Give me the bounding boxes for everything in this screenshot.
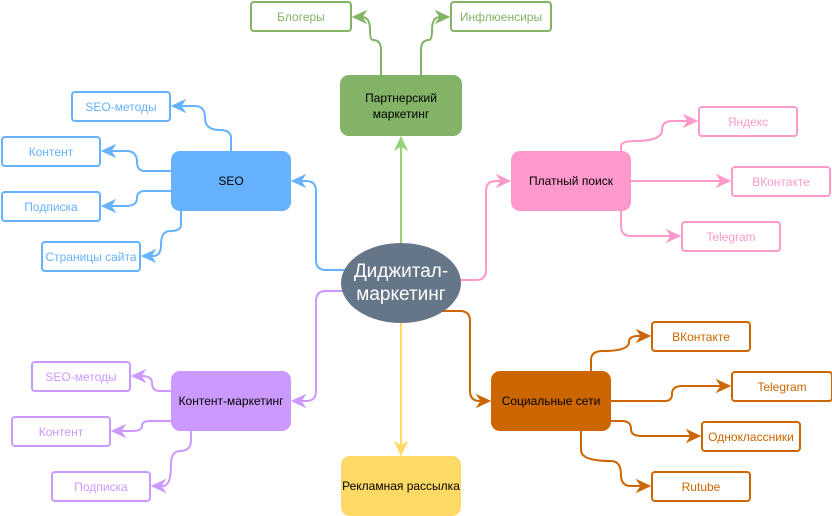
branch-label: Социальные сети — [501, 394, 601, 408]
branch-label: Контент-маркетинг — [178, 394, 284, 408]
leaf-label: Контент — [38, 424, 84, 439]
edge-center-content — [293, 290, 350, 402]
leaf-label: Контент — [28, 144, 74, 159]
edge-content-seo-methods-arrowhead — [130, 368, 147, 384]
edge-center-paid-arrowhead — [495, 173, 512, 189]
leaf-seo-methods[interactable]: SEO-методы — [71, 91, 171, 122]
leaf-label: Блогеры — [277, 9, 325, 24]
edge-partner-influencers-arrowhead — [434, 9, 451, 25]
edge-content-content-arrowhead — [110, 423, 127, 439]
edge-social-vkontakte-arrowhead — [635, 328, 652, 344]
branch-paid-search[interactable]: Платный поиск — [511, 151, 631, 211]
edge-center-social-arrowhead — [475, 393, 492, 409]
edge-seo-methods — [173, 105, 232, 151]
edge-seo-pages — [143, 211, 182, 257]
edge-content-subscription-arrowhead — [150, 478, 167, 494]
leaf-label: SEO-методы — [85, 99, 157, 114]
edge-partner-bloggers — [354, 16, 382, 75]
leaf-content-content[interactable]: Контент — [11, 416, 111, 447]
edge-partner-influencers — [420, 16, 448, 75]
leaf-label: SEO-методы — [45, 369, 117, 384]
leaf-seo-content[interactable]: Контент — [1, 136, 101, 167]
branch-label: Рекламная рассылка — [342, 479, 460, 493]
edge-content-seo-methods — [133, 375, 171, 392]
edge-center-seo-arrowhead — [290, 173, 307, 189]
leaf-label: Telegram — [757, 379, 807, 394]
edge-social-rutube — [580, 431, 649, 487]
center-label: Диджитал-маркетинг — [353, 261, 449, 305]
branch-label: Платный поиск — [529, 174, 613, 188]
leaf-content-subscription[interactable]: Подписка — [51, 471, 151, 502]
edge-seo-subscription — [103, 190, 171, 207]
edge-seo-pages-arrowhead — [140, 248, 157, 264]
edge-social-odnoklassniki-arrowhead — [685, 428, 702, 444]
center-node[interactable]: Диджитал-маркетинг — [341, 243, 461, 323]
edge-content-content — [113, 420, 171, 432]
edge-center-mail-arrowhead — [393, 440, 409, 457]
leaf-label: Telegram — [706, 229, 756, 244]
leaf-paid-vkontakte[interactable]: ВКонтакте — [731, 166, 831, 197]
edge-paid-yandex-arrowhead — [682, 113, 699, 129]
branch-social-networks[interactable]: Социальные сети — [491, 371, 611, 431]
leaf-partner-influencers[interactable]: Инфлюенсиры — [450, 1, 552, 32]
edge-social-telegram-arrowhead — [715, 378, 732, 394]
leaf-seo-site-pages[interactable]: Страницы сайта — [41, 241, 141, 272]
leaf-social-vkontakte[interactable]: ВКонтакте — [651, 321, 751, 352]
edge-seo-methods-arrowhead — [170, 98, 187, 114]
edge-social-odnoklassniki — [611, 420, 699, 437]
branch-label: SEO — [218, 174, 244, 188]
leaf-label: Страницы сайта — [45, 249, 137, 264]
edge-partner-bloggers-arrowhead — [351, 9, 368, 25]
branch-email-marketing[interactable]: Рекламная рассылка — [341, 456, 461, 516]
branch-partner-marketing[interactable]: Партнерский маркетинг — [340, 75, 462, 136]
leaf-label: Одноклассники — [708, 429, 794, 444]
edge-center-paid — [455, 180, 509, 281]
edge-seo-subscription-arrowhead — [100, 198, 117, 214]
edge-paid-vkontakte-arrowhead — [715, 173, 732, 189]
edge-seo-content-arrowhead — [100, 143, 117, 159]
leaf-label: Инфлюенсиры — [459, 9, 543, 24]
branch-label: Партнерский маркетинг — [365, 90, 437, 121]
leaf-paid-telegram[interactable]: Telegram — [681, 221, 781, 252]
edge-paid-telegram-arrowhead — [665, 228, 682, 244]
branch-content-marketing[interactable]: Контент-маркетинг — [171, 371, 291, 431]
leaf-paid-yandex[interactable]: Яндекс — [698, 106, 798, 137]
edge-center-content-arrowhead — [290, 393, 307, 409]
leaf-label: Подписка — [24, 199, 78, 214]
leaf-content-seo-methods[interactable]: SEO-методы — [31, 361, 131, 392]
branch-seo[interactable]: SEO — [171, 151, 291, 211]
edge-social-vkontakte — [590, 335, 649, 371]
edge-center-social — [440, 310, 489, 402]
leaf-label: ВКонтакте — [752, 174, 810, 189]
leaf-label: Подписка — [74, 479, 128, 494]
leaf-label: Яндекс — [727, 114, 769, 129]
edge-center-partner-arrowhead — [393, 135, 409, 152]
leaf-partner-bloggers[interactable]: Блогеры — [250, 1, 352, 32]
edge-social-rutube-arrowhead — [635, 478, 652, 494]
edge-paid-yandex — [620, 120, 696, 151]
edge-social-telegram — [611, 385, 729, 402]
edge-paid-telegram — [620, 211, 679, 237]
edge-center-seo — [293, 180, 350, 271]
leaf-label: ВКонтакте — [672, 329, 730, 344]
leaf-seo-subscription[interactable]: Подписка — [1, 191, 101, 222]
leaf-social-odnoklassniki[interactable]: Одноклассники — [701, 421, 801, 452]
leaf-social-rutube[interactable]: Rutube — [651, 471, 751, 502]
leaf-social-telegram[interactable]: Telegram — [731, 371, 832, 402]
edge-content-subscription — [153, 431, 192, 487]
edge-seo-content — [103, 150, 171, 172]
leaf-label: Rutube — [681, 479, 721, 494]
